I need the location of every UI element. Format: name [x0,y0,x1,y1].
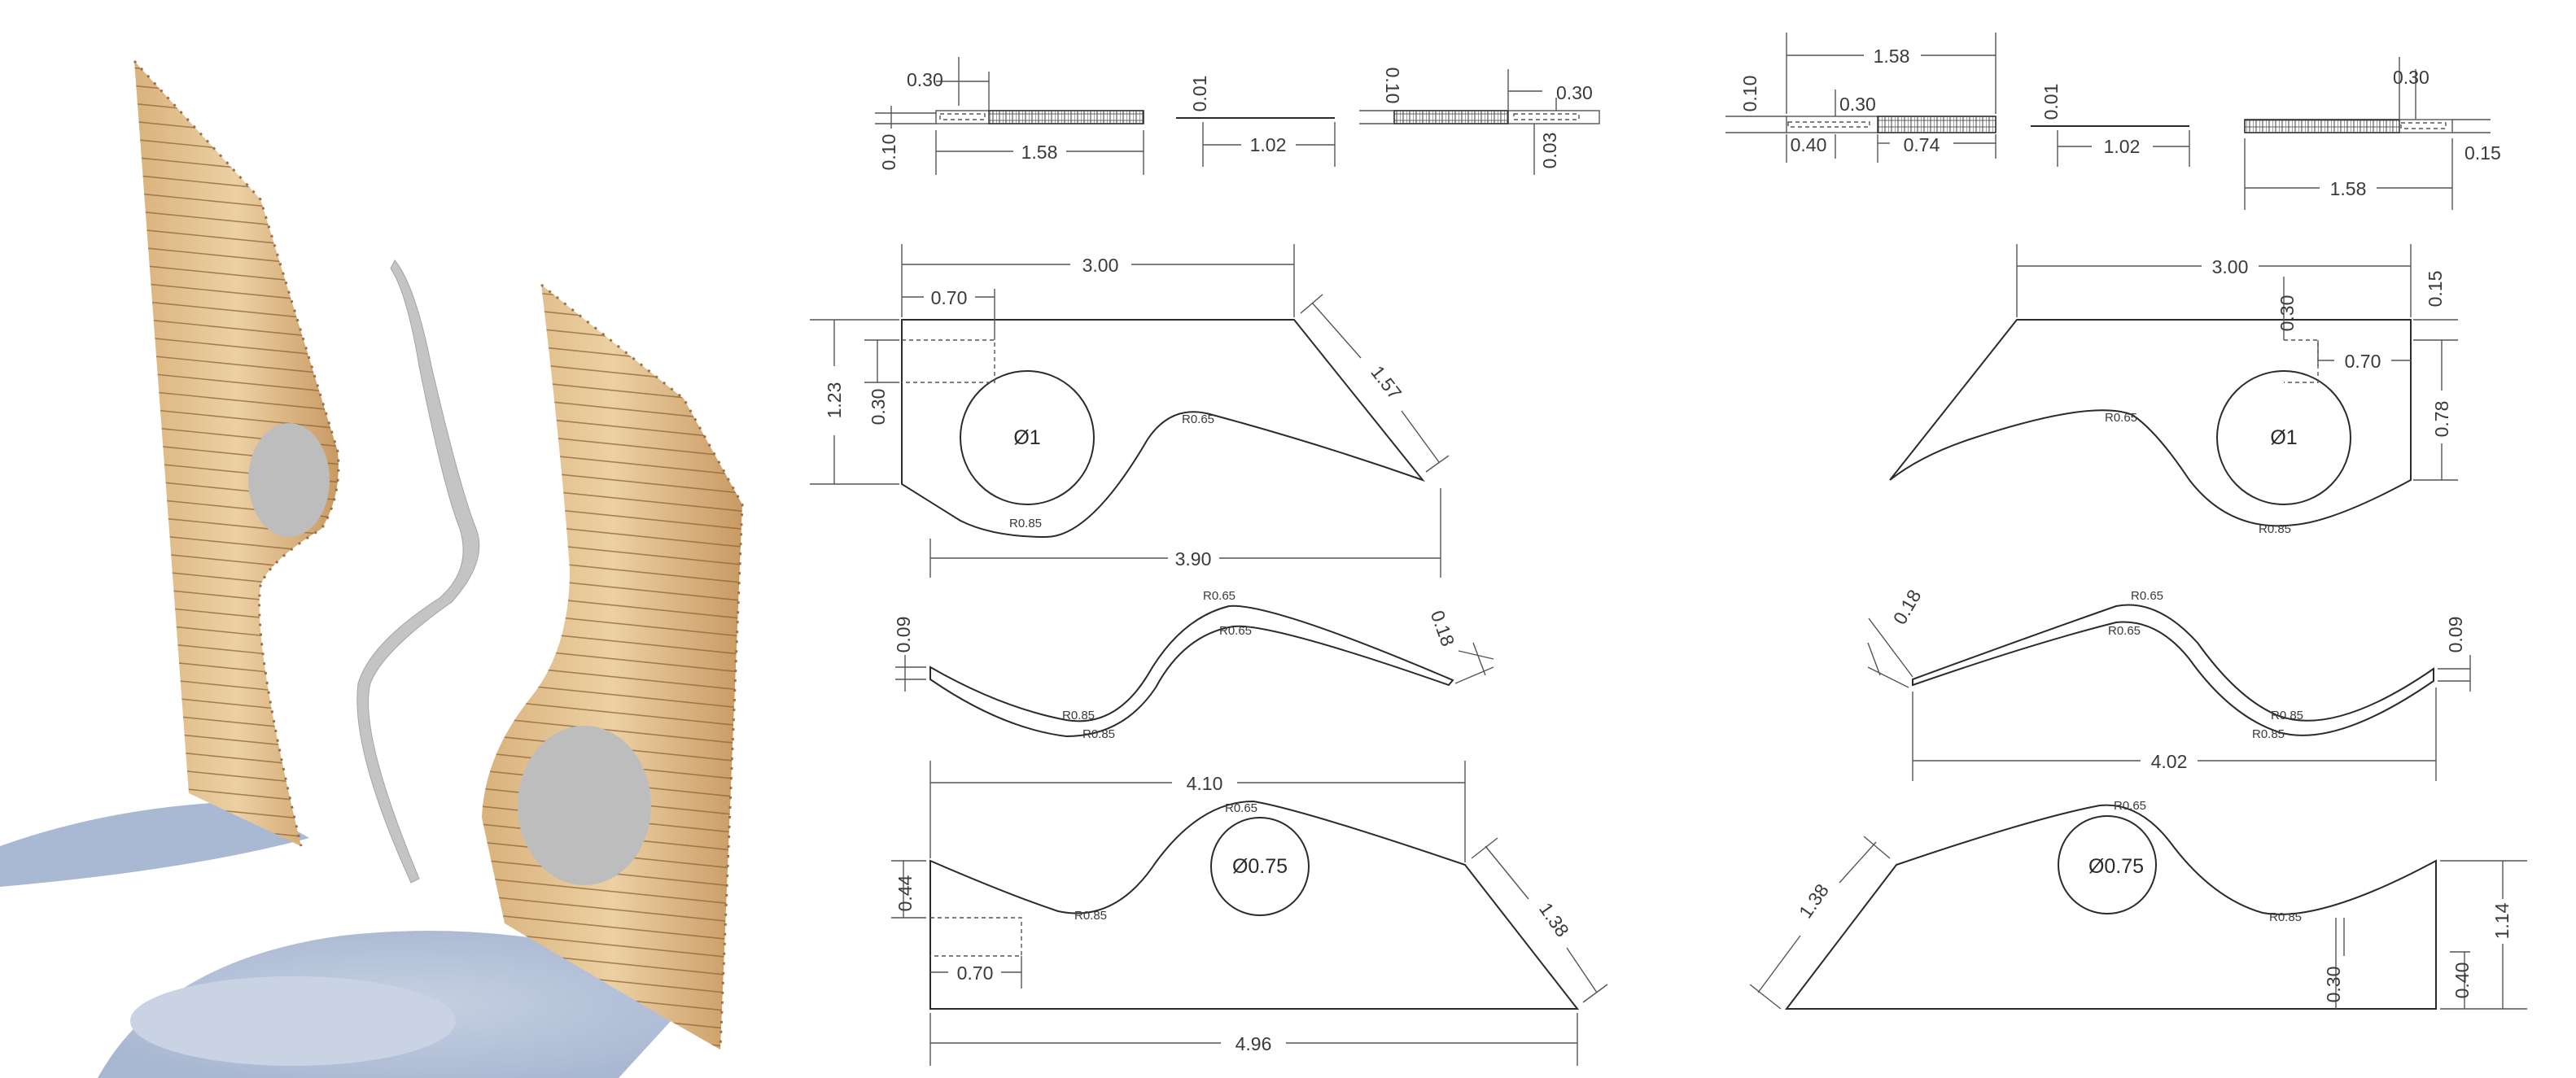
dim-p2r-diag: 1.38 [1795,880,1833,923]
dim-strip-r-r-top-b: R0.65 [2108,624,2141,638]
dim-p1l-hole: Ø1 [1013,426,1040,449]
strip-right-elevation: 0.18 0.09 4.02 R0.65 R0.65 R0.85 R0.85 [1867,586,2471,781]
plank-seam [482,912,742,943]
right-panel-hole [518,726,651,885]
dim-p1r-inset: 0.70 [2345,351,2381,372]
dim-p2l-left-h: 0.44 [894,875,916,911]
dim-strip-l-r-top-b: R0.65 [1219,624,1252,638]
dim-p1l-r1: R0.65 [1182,412,1214,426]
dim-p2r-depth: 0.30 [2323,967,2344,1003]
shadow-right-highlight [130,976,456,1066]
dim-p1r-r2: R0.85 [2259,522,2291,536]
dim-top-ra-length: 1.58 [1874,46,1910,67]
dim-p1r-depth: 0.30 [2276,295,2298,332]
top-views-left: 0.30 0.10 1.58 1.02 0.01 0.10 0.30 0.03 [875,57,1600,175]
dim-p1l-depth: 0.30 [868,389,889,426]
dim-p2l-diag: 1.38 [1535,899,1573,941]
dim-strip-r-r-bot-b: R0.85 [2252,727,2285,741]
dim-strip-r-end: 0.09 [2445,617,2466,653]
dim-top-c-gap: 0.03 [1539,133,1560,169]
dim-strip-r-length: 4.02 [2151,751,2188,772]
dim-top-ra-rest: 0.74 [1904,134,1940,155]
dim-p2l-width: 4.10 [1187,773,1223,794]
dim-top-a-thick: 0.10 [878,134,899,171]
dim-top-a-length: 1.58 [1021,142,1058,163]
plank-seam [482,285,742,299]
shadow-left [0,801,309,887]
dim-p2l-hole: Ø0.75 [1232,855,1288,878]
dim-top-b-length: 1.02 [1250,134,1287,155]
dim-top-rb-thick: 0.01 [2040,84,2062,120]
plank-seam [134,388,339,412]
dim-strip-l-r-bot-b: R0.85 [1082,727,1115,741]
dim-strip-r-r-top-a: R0.65 [2131,589,2163,603]
dim-p1r-height: 0.78 [2431,401,2452,438]
dim-top-rc-width: 0.30 [2393,67,2429,88]
dim-top-c-thick: 0.10 [1382,68,1403,104]
dim-p1l-width: 3.00 [1082,255,1119,276]
dim-p2l-r1: R0.65 [1225,801,1257,815]
dim-top-ra-width: 0.30 [1839,94,1876,115]
dim-top-c-width: 0.30 [1556,82,1593,103]
dim-strip-l-r-top-a: R0.65 [1203,589,1236,603]
plank-seam [482,715,742,746]
render-3d-view [0,59,744,1078]
dim-p2r-height: 1.14 [2491,902,2513,939]
left-panel-hole [248,423,330,537]
dim-p1l-r2: R0.85 [1009,517,1042,530]
left-wood-panel [133,59,340,847]
dim-p2l-r2: R0.85 [1074,909,1107,923]
dim-p1l-height: 1.23 [824,382,845,419]
middle-strip [356,260,480,884]
dim-top-a-width: 0.30 [907,69,943,90]
dim-p1r-hole: Ø1 [2270,426,2297,449]
plank-seam [482,303,742,334]
dim-p2r-r1: R0.65 [2114,799,2146,813]
dim-top-rc-thick: 0.15 [2464,142,2501,164]
dim-p1l-inset: 0.70 [931,287,968,308]
dim-strip-r-slant: 0.18 [1889,586,1926,628]
dim-p1l-base: 3.90 [1175,548,1212,570]
panel1-left-elevation: 3.00 0.70 1.23 0.30 1.57 Ø1 R0.65 R0.85 … [810,244,1450,578]
dim-p2l-inset: 0.70 [957,962,994,984]
dim-strip-l-slant: 0.18 [1427,608,1459,649]
dim-top-rc-length: 1.58 [2330,178,2367,199]
dim-strip-l-r-bot-a: R0.85 [1062,709,1095,722]
dim-p1r-width: 3.00 [2212,256,2249,277]
strip-left-elevation: 0.09 0.18 R0.65 R0.65 R0.85 R0.85 [893,589,1494,741]
plank-seam [134,352,339,377]
dim-strip-l-end: 0.09 [893,617,914,653]
dim-strip-r-r-bot-a: R0.85 [2271,709,2303,722]
plank-seam [134,370,339,395]
panel2-left-elevation: 4.10 0.44 0.70 1.38 Ø0.75 R0.65 R0.85 4.… [891,761,1608,1066]
dim-top-rb-length: 1.02 [2104,136,2141,157]
panel1-right-elevation: 3.00 0.15 0.30 0.70 0.78 Ø1 R0.65 R0.85 [1889,244,2458,536]
top-views-right: 1.58 0.10 0.30 0.40 0.74 1.02 0.01 0.30 … [1725,33,2501,210]
dim-p1r-r1: R0.65 [2105,411,2137,425]
dim-p2r-r2: R0.85 [2269,910,2302,924]
dim-p1l-diag: 1.57 [1367,361,1406,403]
plank-seam [134,61,339,72]
plank-seam [482,876,742,907]
dim-top-b-thick: 0.01 [1189,76,1210,112]
dim-p2r-base-h: 0.40 [2451,962,2473,999]
dim-top-ra-offset: 0.40 [1791,134,1827,155]
dim-p1r-top-off: 0.15 [2425,271,2446,308]
panel2-right-elevation: 1.38 Ø0.75 R0.65 R0.85 1.14 0.30 0.40 [1749,799,2527,1010]
plank-seam [482,894,742,925]
plank-seam [482,286,742,316]
right-wood-panel [482,283,744,1050]
dim-top-ra-thick: 0.10 [1739,76,1760,112]
dim-p2l-base: 4.96 [1236,1033,1272,1054]
dim-p2r-hole: Ø0.75 [2088,855,2144,878]
